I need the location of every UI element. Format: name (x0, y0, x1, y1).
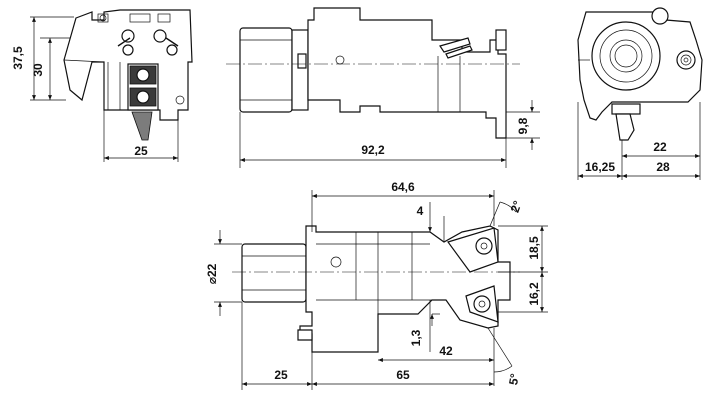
dim-top-angle-2: 2° (508, 199, 525, 215)
dim-top-16-2: 16,2 (527, 282, 541, 306)
dim-top-65: 65 (396, 368, 410, 382)
dim-side-92-2: 92,2 (361, 143, 385, 157)
dim-top-18-5: 18,5 (527, 236, 541, 260)
dim-top-angle-5: 5° (506, 372, 522, 386)
dim-right-22: 22 (653, 140, 667, 154)
dim-top-25: 25 (274, 368, 288, 382)
dim-right-16-25: 16,25 (585, 160, 615, 174)
side-view: 92,2 9,8 (226, 7, 540, 168)
dim-top-diameter-22: ⌀22 (205, 263, 219, 284)
dim-top-4: 4 (417, 204, 424, 218)
dim-front-30: 30 (31, 63, 45, 77)
top-view: ⌀22 64,6 4 2° 18,5 16,2 1,3 42 5° 25 (205, 180, 548, 390)
dim-front-25: 25 (134, 144, 148, 158)
dim-top-64-6: 64,6 (391, 180, 415, 194)
dim-right-28: 28 (656, 160, 670, 174)
right-view: 22 16,25 28 (577, 7, 703, 180)
front-view: 37,5 30 25 (11, 9, 193, 162)
dim-front-37-5: 37,5 (11, 46, 25, 70)
dim-top-42: 42 (439, 344, 453, 358)
dim-side-9-8: 9,8 (516, 117, 530, 134)
dim-top-1-3: 1,3 (409, 329, 423, 346)
